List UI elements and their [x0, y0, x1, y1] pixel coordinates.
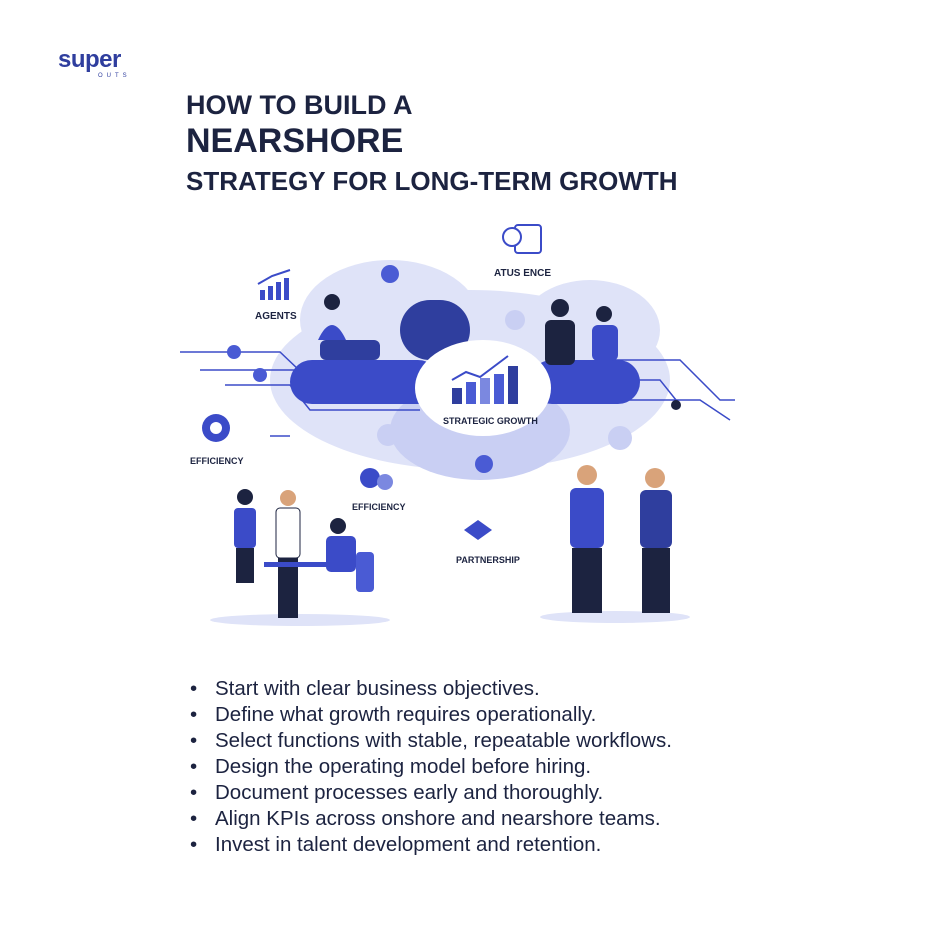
- people-partnership: [540, 465, 690, 623]
- list-item: Align KPIs across onshore and nearshore …: [190, 806, 672, 832]
- title-line-1: HOW TO BUILD A: [186, 90, 413, 120]
- label-status: ATUS ENCE: [494, 268, 552, 279]
- list-item: Document processes early and thoroughly.: [190, 780, 672, 806]
- pill-connectors: [290, 300, 640, 404]
- title-line-3: STRATEGY FOR LONG-TERM GROWTH: [186, 166, 678, 196]
- bar-chart-icon: [257, 269, 291, 300]
- logo: super OUTS: [58, 44, 138, 80]
- efficiency-center-icon: [360, 468, 393, 490]
- people-meeting: [210, 489, 390, 626]
- handshake-icon: [464, 520, 492, 540]
- label-efficiency-left: EFFICIENCY: [190, 456, 244, 466]
- label-efficiency-center: EFFICIENCY: [352, 502, 406, 512]
- gear-icon: [202, 414, 230, 442]
- people-agents: [318, 294, 618, 365]
- logo-subtext: OUTS: [98, 73, 131, 79]
- list-item: Define what growth requires operationall…: [190, 702, 672, 728]
- list-item: Design the operating model before hiring…: [190, 754, 672, 780]
- list-item: Select functions with stable, repeatable…: [190, 728, 672, 754]
- list-item: Start with clear business objectives.: [190, 676, 672, 702]
- dots: [227, 265, 681, 473]
- label-agents: AGENTS: [255, 311, 297, 322]
- status-icon: [502, 224, 542, 254]
- list-item: Invest in talent development and retenti…: [190, 832, 672, 858]
- logo-word: super: [58, 46, 121, 73]
- bullet-list: Start with clear business objectives. De…: [190, 676, 672, 858]
- title-line-2: NEARSHORE: [186, 122, 404, 160]
- label-strategic-growth: STRATEGIC GROWTH: [443, 416, 538, 426]
- label-partnership: PARTNERSHIP: [456, 555, 520, 565]
- strategic-growth-badge: [415, 340, 551, 436]
- illustration: [180, 224, 735, 626]
